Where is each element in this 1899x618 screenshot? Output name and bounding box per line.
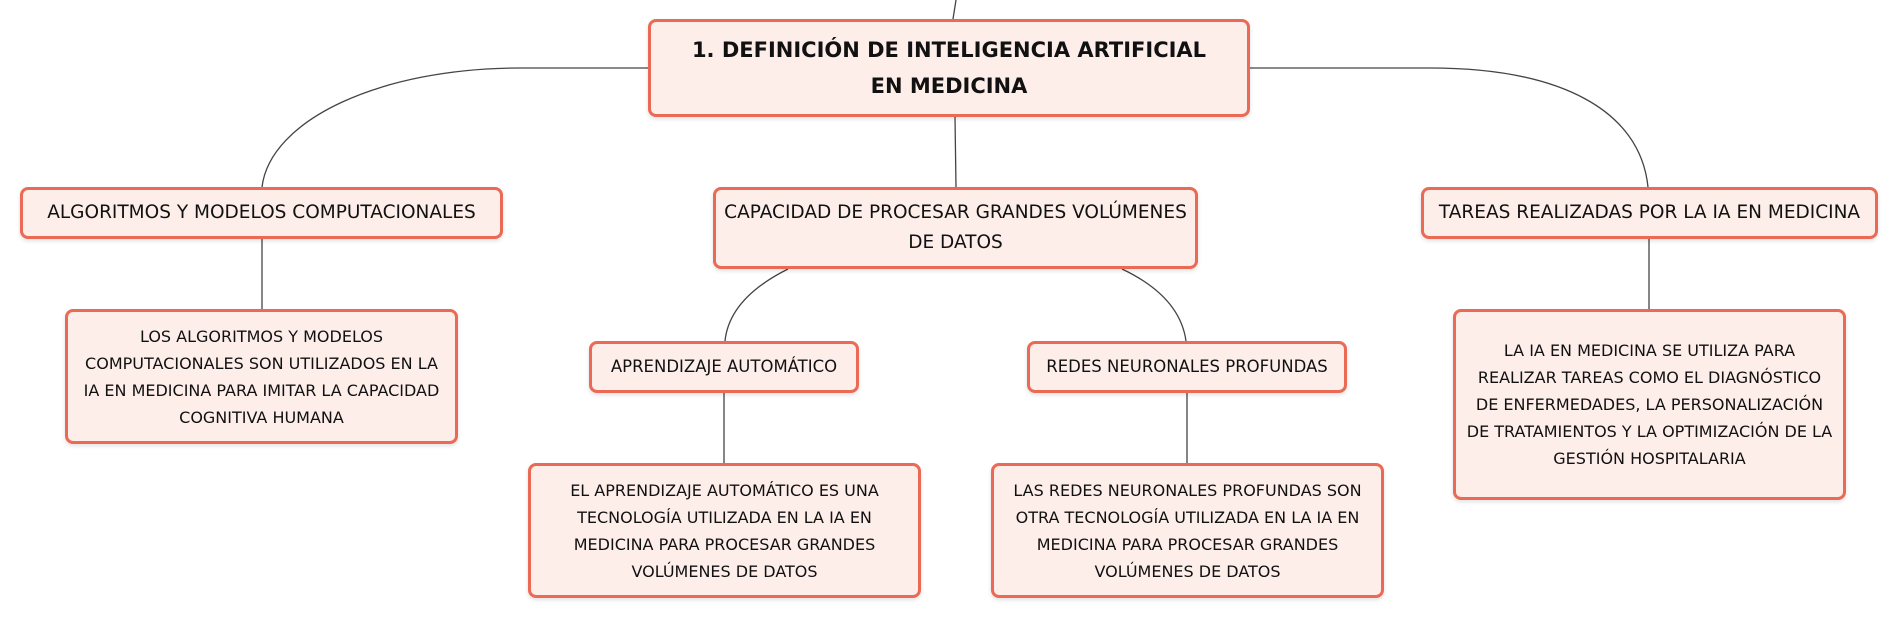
- subtopic-node-aprendizaje[interactable]: APRENDIZAJE AUTOMÁTICO: [589, 341, 859, 393]
- subtopic-label-aprendizaje: APRENDIZAJE AUTOMÁTICO: [610, 357, 838, 376]
- subtopic-node-redes[interactable]: REDES NEURONALES PROFUNDAS: [1027, 341, 1347, 393]
- connector-root-to-capacidad: [954, 116, 957, 188]
- branch-node-capacidad[interactable]: CAPACIDAD DE PROCESAR GRANDES VOLÚMENES …: [713, 187, 1198, 269]
- connector-capacidad-to-redes: [1121, 268, 1187, 342]
- branch-label-capacidad: CAPACIDAD DE PROCESAR GRANDES VOLÚMENES …: [724, 202, 1187, 253]
- detail-node-tareas[interactable]: LA IA EN MEDICINA SE UTILIZA PARA REALIZ…: [1453, 309, 1846, 500]
- branch-label-algoritmos: ALGORITMOS Y MODELOS COMPUTACIONALES: [47, 202, 476, 223]
- root-topic-node[interactable]: 1. DEFINICIÓN DE INTELIGENCIA ARTIFICIAL…: [648, 19, 1250, 117]
- detail-text-tareas: LA IA EN MEDICINA SE UTILIZA PARA REALIZ…: [1466, 341, 1833, 468]
- detail-text-aprendizaje: EL APRENDIZAJE AUTOMÁTICO ES UNA TECNOLO…: [570, 480, 879, 581]
- detail-node-algoritmos[interactable]: LOS ALGORITMOS Y MODELOS COMPUTACIONALES…: [65, 309, 458, 444]
- branch-label-tareas: TAREAS REALIZADAS POR LA IA EN MEDICINA: [1438, 202, 1861, 223]
- connector-root-incoming: [952, 0, 957, 20]
- subtopic-label-redes: REDES NEURONALES PROFUNDAS: [1046, 357, 1328, 376]
- connector-capacidad-to-aprendizaje: [724, 268, 789, 342]
- connector-root-to-algoritmos: [261, 67, 648, 188]
- detail-node-aprendizaje[interactable]: EL APRENDIZAJE AUTOMÁTICO ES UNA TECNOLO…: [528, 463, 921, 598]
- branch-node-algoritmos[interactable]: ALGORITMOS Y MODELOS COMPUTACIONALES: [20, 187, 503, 239]
- detail-text-redes: LAS REDES NEURONALES PROFUNDAS SON OTRA …: [1013, 480, 1362, 581]
- root-topic-label: 1. DEFINICIÓN DE INTELIGENCIA ARTIFICIAL…: [691, 38, 1207, 98]
- detail-text-algoritmos: LOS ALGORITMOS Y MODELOS COMPUTACIONALES…: [83, 326, 440, 427]
- connector-root-to-tareas: [1250, 67, 1649, 188]
- branch-node-tareas[interactable]: TAREAS REALIZADAS POR LA IA EN MEDICINA: [1421, 187, 1878, 239]
- detail-node-redes[interactable]: LAS REDES NEURONALES PROFUNDAS SON OTRA …: [991, 463, 1384, 598]
